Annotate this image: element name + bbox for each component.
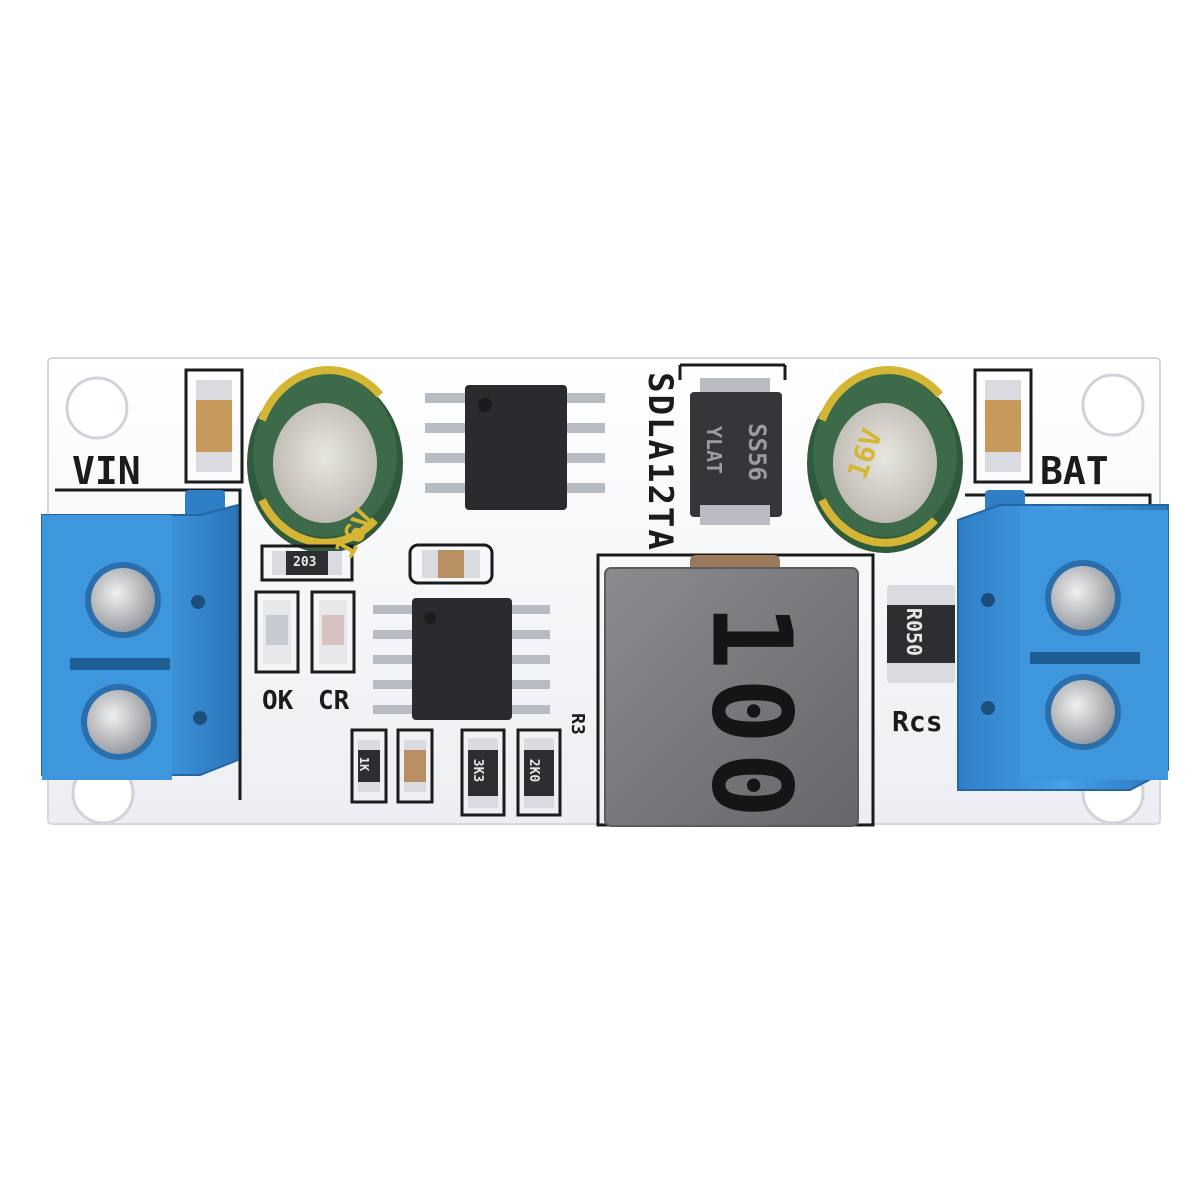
terminal-block-vin	[41, 490, 239, 780]
led-cr	[310, 590, 356, 674]
ic-chip-top	[425, 385, 605, 510]
label-r3: R3	[566, 713, 588, 735]
label-cr: CR	[318, 686, 350, 716]
label-vin: VIN	[72, 449, 141, 493]
current-sense-resistor	[887, 585, 955, 683]
resistor-code-1: 1K	[357, 756, 372, 772]
smd-resistor-203	[260, 544, 354, 582]
electrolytic-capacitor-right	[807, 366, 963, 553]
mounting-hole	[1081, 373, 1145, 437]
smd-capacitor-small	[408, 543, 494, 585]
smd-capacitor	[184, 368, 244, 484]
electrolytic-capacitor-left	[247, 366, 403, 553]
rcs-resistor-marking: R050	[902, 607, 927, 657]
smd-resistor-row	[350, 728, 562, 817]
board-model-label: SDLA12TA	[639, 372, 680, 552]
inductor-marking: 100	[687, 603, 816, 827]
terminal-block-bat	[957, 490, 1169, 791]
label-rcs: Rcs	[892, 705, 943, 738]
mounting-hole	[65, 376, 129, 440]
diode-sub-marking: YLAT	[702, 425, 727, 475]
smd-capacitor	[973, 368, 1033, 484]
schottky-diode	[690, 378, 782, 525]
led-ok	[254, 590, 300, 674]
resistor-code-4: 2K0	[526, 758, 542, 783]
label-ok: OK	[262, 686, 294, 716]
ic-chip-bottom	[373, 598, 550, 720]
label-bat: BAT	[1040, 449, 1109, 493]
power-inductor	[604, 555, 859, 827]
diode-marking: SS56	[742, 423, 771, 481]
resistor-203-marking: 203	[293, 555, 317, 570]
resistor-code-3: 3K3	[470, 758, 486, 783]
